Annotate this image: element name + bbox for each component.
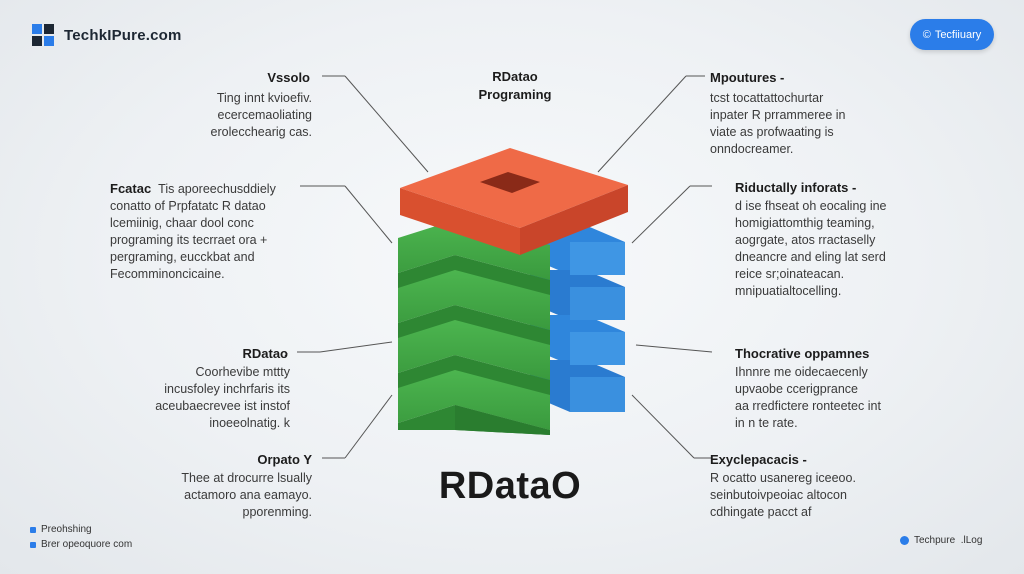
left-heading-4: Orpato Y (257, 452, 312, 467)
left-heading-1: Vssolo (267, 70, 310, 85)
copyright-icon: © (922, 28, 931, 41)
stacked-blocks-illustration (398, 148, 628, 435)
brand-logo-icon (32, 24, 54, 46)
red-top-block (400, 148, 628, 255)
left-body-1: Ting innt kvioefiv. ecercemaoliating ero… (210, 91, 312, 139)
green-block-column (398, 220, 550, 435)
right-body-3: Ihnnre me oidecaecenly upvaobe ccerigpra… (735, 365, 881, 430)
right-heading-2: Riductally inforats - (735, 180, 857, 195)
brand-logo[interactable]: TechkIPure.com (32, 24, 182, 46)
right-body-4: R ocatto usanereg iceeoo. seinbutoivpeoi… (710, 471, 856, 519)
main-title: RDataO (438, 465, 582, 507)
right-heading-1: Mpoutures - (710, 70, 785, 85)
left-body-3: Coorhevibe mttty incusfoley inchrfaris i… (155, 365, 290, 430)
right-body-1: tcst tocattattochurtar inpater R prramme… (710, 91, 846, 156)
right-body-2: d ise fhseat oh eocaling ine homigiattom… (735, 199, 887, 298)
footer-left-line2: Brer opeoquore com (41, 539, 133, 550)
circle-logo-icon (900, 536, 909, 545)
left-heading-3: RDatao (242, 346, 288, 361)
blue-block-column (530, 225, 625, 412)
left-block-2: Fcatac Tis aporeechusddiely conatto of P… (110, 180, 320, 283)
right-heading-4: Exyclepacacis - (710, 452, 807, 467)
left-body-2: conatto of Prpfatatc R datao lcemiinig, … (110, 199, 268, 281)
left-heading-2: Fcatac (110, 181, 152, 196)
top-action-label: Tecfiiuary (934, 28, 982, 41)
top-action-button[interactable]: © Tecfiiuary (910, 19, 994, 50)
center-label: RDatao Programing (478, 69, 552, 102)
right-heading-3: Thocrative oppamnes (735, 346, 870, 361)
footer-right-text: Techpure .lLog (914, 535, 983, 546)
footer-left: Preohshing Brer opeoquore com (30, 522, 132, 552)
chevron-right-icon: › (284, 346, 288, 360)
square-bullet-icon (30, 541, 36, 548)
square-bullet-icon (30, 526, 36, 533)
left-body-4: Thee at drocurre lsually actamoro ana ea… (181, 471, 312, 519)
footer-left-line1: Preohshing (41, 524, 92, 535)
footer-right[interactable]: Techpure .lLog (900, 535, 982, 546)
left-inline-2: Tis aporeechusddiely (158, 182, 276, 196)
brand-name: TechkIPure.com (64, 26, 182, 44)
